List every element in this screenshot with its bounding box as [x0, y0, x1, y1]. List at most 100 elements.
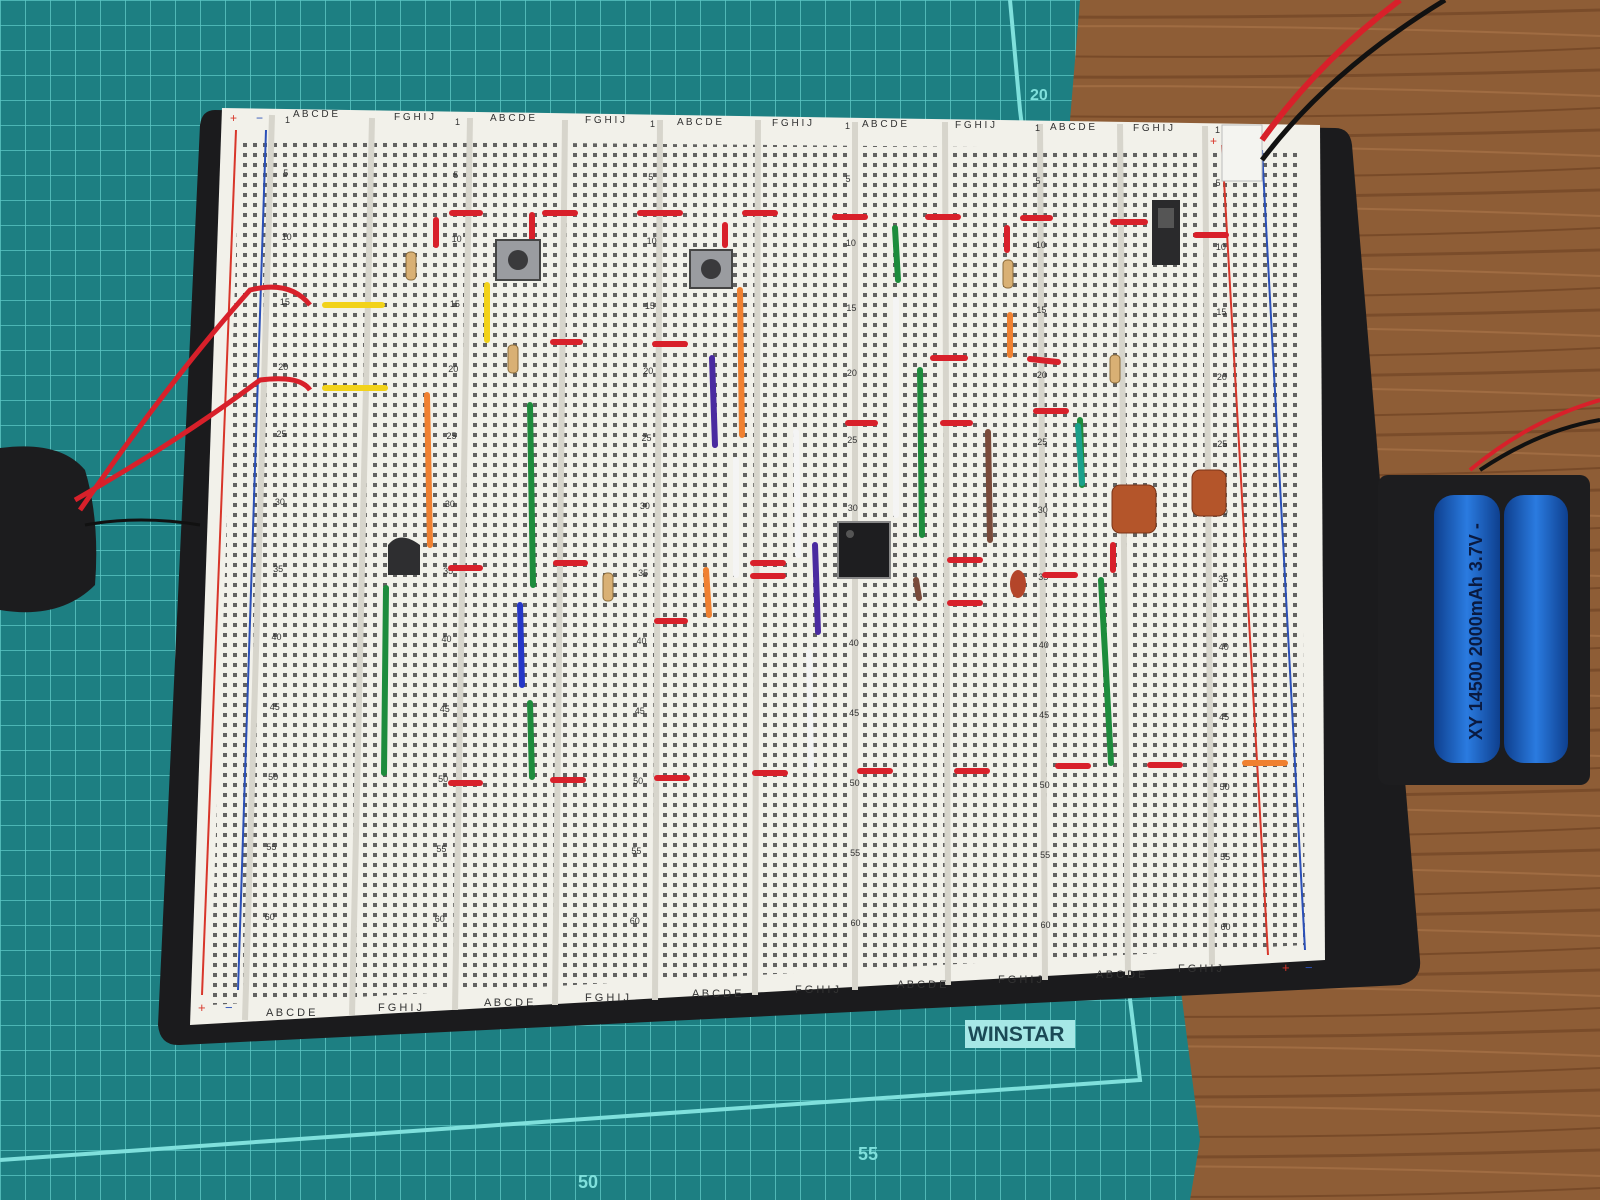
row-number-label: 40	[636, 636, 646, 646]
row-number-label: 5	[453, 170, 458, 180]
push-button[interactable]	[689, 249, 733, 289]
battery-holder-leads	[1478, 418, 1600, 472]
mat-ruler-number-50: 50	[578, 1172, 598, 1192]
row-number-label: 45	[1039, 710, 1049, 720]
row-number-label: 35	[443, 566, 453, 576]
row-number-label: 45	[849, 708, 859, 718]
row-number-label: 10	[1036, 240, 1046, 250]
power-pack	[0, 446, 97, 613]
row-number-label: 10	[1216, 242, 1226, 252]
row-number-label: 40	[441, 634, 451, 644]
row-number-label: 60	[265, 912, 275, 922]
row-number-label: 30	[640, 501, 650, 511]
column-letters-top: A B C D E	[862, 119, 907, 130]
jumper-wire	[913, 577, 922, 601]
push-button-cap	[701, 259, 721, 279]
row-number-label: 1	[650, 119, 655, 129]
jumper-wire	[806, 649, 814, 771]
rail-minus-label: −	[1305, 960, 1313, 975]
row-number-label: 50	[633, 776, 643, 786]
row-number-label: 1	[1035, 123, 1040, 133]
column-gap	[242, 114, 275, 1021]
resistor	[1109, 354, 1121, 384]
jumper-wire	[703, 567, 712, 618]
column-letters-top: F G H I J	[394, 112, 434, 123]
column-gap	[1037, 123, 1048, 981]
row-number-label: 55	[436, 844, 446, 854]
rail-plus-label: +	[1282, 960, 1290, 975]
column-letters-top: A B C D E	[1050, 122, 1095, 133]
row-number-label: 15	[1216, 307, 1226, 317]
column-letters-top: A B C D E	[490, 113, 535, 124]
push-button[interactable]	[495, 239, 541, 281]
black-lead-wire	[1260, 0, 1447, 162]
column-letters-bottom: A B C D E	[692, 988, 742, 1000]
rail-minus-label: −	[225, 1000, 233, 1015]
row-number-label: 1	[455, 117, 460, 127]
jumper-wire	[1098, 577, 1114, 766]
capacitor	[1111, 484, 1157, 534]
row-number-label: 45	[635, 706, 645, 716]
row-number-label: 10	[282, 232, 292, 242]
column-gap	[1117, 123, 1131, 976]
row-number-label: 45	[440, 704, 450, 714]
jumper-wire	[424, 392, 433, 548]
slide-switch[interactable]	[1152, 200, 1180, 265]
power-pack-red-lead	[73, 376, 313, 503]
resistors	[405, 251, 1121, 602]
resistor	[1002, 259, 1014, 289]
row-number-label: 25	[1037, 437, 1047, 447]
small-capacitor	[1010, 570, 1026, 598]
column-letters-top: F G H I J	[1133, 123, 1173, 134]
row-number-label: 40	[271, 632, 281, 642]
jumper-wire	[892, 225, 901, 283]
row-number-label: 20	[1037, 370, 1047, 380]
row-number-label: 50	[1220, 782, 1230, 792]
chip-body	[837, 521, 891, 579]
column-letters-bottom: F G H I J	[378, 1002, 422, 1014]
row-number-label: 25	[1217, 439, 1227, 449]
column-letters-bottom: F G H I J	[585, 992, 629, 1004]
row-number-label: 15	[846, 303, 856, 313]
row-number-label: 50	[438, 774, 448, 784]
rail-minus-label: −	[256, 111, 263, 125]
row-number-label: 25	[847, 435, 857, 445]
row-number-label: 35	[273, 564, 283, 574]
row-number-label: 30	[275, 497, 285, 507]
battery-cell	[1434, 495, 1500, 763]
column-gap	[452, 117, 473, 1011]
column-gaps	[242, 114, 1215, 1021]
jumper-wire	[812, 542, 821, 635]
row-number-label: 5	[648, 172, 653, 182]
row-number-label: 45	[270, 702, 280, 712]
row-number-label: 30	[848, 503, 858, 513]
jumper-wire	[737, 287, 745, 438]
power-pack-red-lead	[77, 284, 312, 512]
row-number-label: 10	[647, 236, 657, 246]
row-number-label: 20	[278, 362, 288, 372]
battery-label: XY 14500 2000mAh 3.7V -	[1466, 523, 1486, 740]
rail-blue-left	[237, 129, 267, 991]
column-gap	[942, 121, 951, 986]
resistor	[507, 344, 519, 374]
push-button-cap	[508, 250, 528, 270]
row-number-label: 5	[845, 174, 850, 184]
row-number-label: 15	[280, 297, 290, 307]
mat-winstar-print-box	[965, 1020, 1075, 1048]
row-number-label: 25	[642, 433, 652, 443]
resistor	[405, 251, 417, 281]
row-number-label: 60	[1041, 920, 1051, 930]
row-number-label: 60	[851, 918, 861, 928]
row-number-label: 40	[849, 638, 859, 648]
mat-ruler-number-55: 55	[858, 1144, 878, 1164]
column-gap	[349, 117, 375, 1016]
jumper-wire	[517, 602, 525, 688]
column-letters-top: A B C D E	[293, 109, 338, 120]
row-number-label: 55	[1040, 850, 1050, 860]
row-number-label: 25	[447, 431, 457, 441]
row-number-label: 35	[1218, 574, 1228, 584]
row-number-label: 20	[643, 366, 653, 376]
column-letters-bottom: A B C D E	[266, 1007, 316, 1019]
row-number-label: 60	[435, 914, 445, 924]
